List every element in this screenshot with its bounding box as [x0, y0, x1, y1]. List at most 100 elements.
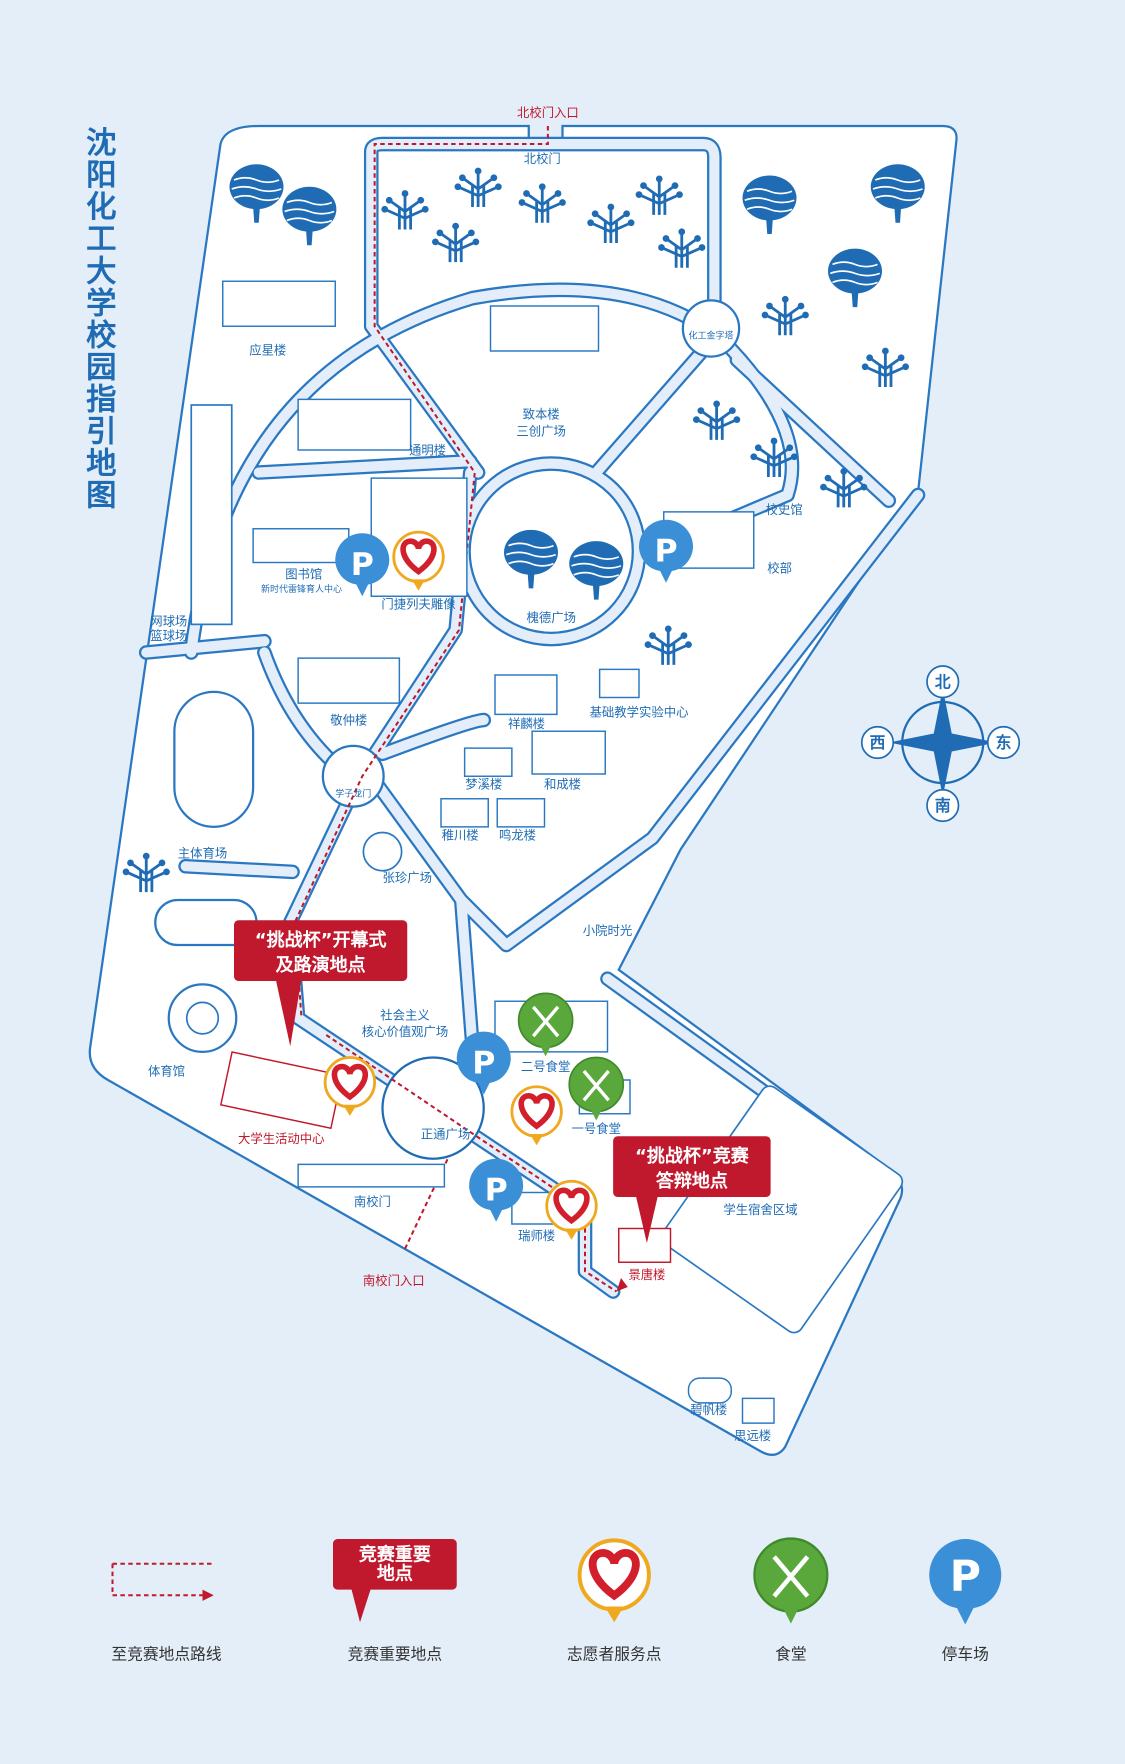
tennis-court[interactable] [190, 404, 233, 626]
xuezi-gate-roundabout [321, 744, 385, 808]
label-sanchuang[interactable]: 三创广场 [516, 424, 565, 438]
label-socialism-2[interactable]: 核心价值观广场 [362, 1024, 449, 1039]
tongming-building [297, 398, 412, 451]
legend-parking-label: 停车场 [942, 1644, 989, 1663]
label-zhangzhen[interactable]: 张珍广场 [383, 871, 432, 885]
label-hecheng[interactable]: 和成楼 [544, 777, 581, 792]
title-char: 大 [86, 254, 116, 289]
label-mendeleev[interactable]: 门捷列夫雕像 [381, 597, 455, 612]
north-entrance-label: 北校门入口 [517, 105, 579, 120]
title-char: 学 [86, 285, 116, 321]
title-char: 园 [86, 350, 116, 385]
route-legend-icon [111, 1562, 212, 1597]
bifan-building [687, 1377, 732, 1404]
label-xuezi-gate[interactable]: 学子龙门 [335, 788, 371, 800]
label-siyuan[interactable]: 思远楼 [734, 1428, 771, 1443]
label-stadium[interactable]: 主体育场 [178, 845, 227, 860]
opening-venue-callout[interactable]: “挑战杯”开幕式 及路演地点 [234, 920, 408, 1047]
zhangzhen-star-emblem [362, 831, 403, 872]
label-jingzhong[interactable]: 敬仲楼 [330, 713, 367, 728]
label-dorm-area[interactable]: 学生宿舍区域 [723, 1202, 797, 1217]
label-zhiben[interactable]: 致本楼 [523, 407, 560, 422]
title-char: 化 [86, 190, 116, 225]
label-canteen1[interactable]: 一号食堂 [572, 1121, 621, 1136]
legend-venue-label: 竞赛重要地点 [348, 1644, 443, 1663]
legend-route: 至竞赛地点路线 [111, 1562, 222, 1663]
label-huaide[interactable]: 槐德广场 [527, 610, 576, 625]
title-char: 图 [86, 479, 116, 514]
label-admin[interactable]: 校部 [767, 561, 792, 576]
label-student-center[interactable]: 大学生活动中心 [238, 1131, 325, 1146]
legend: 至竞赛地点路线 竞赛重要 地点 竞赛重要地点 志愿者服务点 食堂 P 停车场 [111, 1539, 1002, 1663]
legend-volunteer-label: 志愿者服务点 [567, 1644, 662, 1663]
defense-venue-callout[interactable]: “挑战杯”竞赛 答辩地点 [613, 1136, 771, 1244]
callout-defense-line2: 答辩地点 [656, 1170, 728, 1192]
place-labels: 北校门入口 北校门 应星楼 化工金字塔 致本楼 三创广场 通明楼 校史馆 校部 … [148, 105, 803, 1443]
route-to-defense-line [325, 1034, 618, 1293]
route-arrow-icon [616, 1278, 628, 1292]
callout-defense-line1: “挑战杯”竞赛 [635, 1145, 750, 1167]
label-gym[interactable]: 体育馆 [148, 1064, 185, 1079]
label-minglong[interactable]: 鸣龙楼 [499, 827, 536, 842]
volunteer-legend-icon [580, 1540, 649, 1622]
label-tennis[interactable]: 网球场 [150, 615, 187, 629]
canteen-legend-icon [754, 1539, 827, 1624]
title-char: 地 [86, 447, 116, 482]
legend-venue: 竞赛重要 地点 竞赛重要地点 [333, 1539, 457, 1663]
label-tongming[interactable]: 通明楼 [409, 443, 446, 458]
siyuan-building [741, 1397, 775, 1424]
label-lab-center[interactable]: 基础教学实验中心 [590, 705, 689, 720]
compass-north: 北 [935, 672, 951, 691]
label-xianglin[interactable]: 祥麟楼 [508, 716, 545, 731]
main-stadium[interactable] [173, 690, 255, 828]
gym-building[interactable] [167, 983, 238, 1053]
compass-west: 西 [870, 733, 886, 752]
pyramid-roundabout [681, 299, 741, 358]
label-socialism-1[interactable]: 社会主义 [380, 1007, 429, 1022]
parking-legend-glyph: P [950, 1552, 981, 1602]
yingxing-building [222, 280, 336, 327]
label-bifan[interactable]: 碧帆楼 [690, 1402, 727, 1417]
label-history-hall[interactable]: 校史馆 [766, 502, 803, 517]
label-yingxing[interactable]: 应星楼 [249, 342, 286, 357]
label-ruishi[interactable]: 瑞师楼 [518, 1228, 555, 1243]
legend-route-label: 至竞赛地点路线 [111, 1644, 221, 1663]
compass-rose: 北 南 西 东 [860, 665, 1021, 823]
legend-venue-box-line2: 地点 [377, 1563, 413, 1585]
label-leifeng-center[interactable]: 新时代雷锋育人中心 [261, 583, 342, 595]
callout-opening-line1: “挑战杯”开幕式 [255, 929, 387, 951]
label-mengxi[interactable]: 梦溪楼 [465, 777, 502, 792]
compass-south: 南 [935, 796, 951, 815]
label-library[interactable]: 图书馆 [285, 566, 322, 581]
lab-center-building [598, 668, 640, 699]
label-zhichuan[interactable]: 稚川楼 [442, 827, 479, 842]
south-gate-building [297, 1163, 446, 1188]
venue-legend-icon [333, 1539, 457, 1590]
minglong-building [496, 798, 546, 828]
label-pyramid[interactable]: 化工金字塔 [688, 330, 733, 342]
jingzhong-building [297, 657, 401, 704]
label-jingtang[interactable]: 景唐楼 [628, 1267, 665, 1282]
legend-parking: P 停车场 [929, 1539, 1002, 1663]
label-basketball[interactable]: 篮球场 [150, 628, 187, 643]
buildings [219, 280, 775, 1424]
compass-east: 东 [996, 733, 1012, 752]
label-canteen2[interactable]: 二号食堂 [521, 1059, 570, 1074]
zhichuan-building [440, 798, 489, 828]
south-entrance-label: 南校门入口 [363, 1273, 425, 1288]
parking-legend-icon [929, 1539, 1002, 1609]
label-zhengtong[interactable]: 正通广场 [421, 1128, 470, 1142]
zhiben-building [489, 305, 600, 352]
label-south-gate[interactable]: 南校门 [354, 1194, 391, 1209]
legend-canteen-label: 食堂 [775, 1644, 807, 1663]
title-char: 校 [86, 318, 117, 353]
title-char: 沈 [86, 126, 116, 161]
title-char: 工 [86, 222, 116, 257]
title-char: 阳 [86, 158, 116, 193]
label-north-gate[interactable]: 北校门 [524, 151, 561, 166]
label-courtyard[interactable]: 小院时光 [583, 924, 632, 938]
mengxi-building [463, 747, 513, 777]
callout-opening-line2: 及路演地点 [276, 954, 366, 976]
